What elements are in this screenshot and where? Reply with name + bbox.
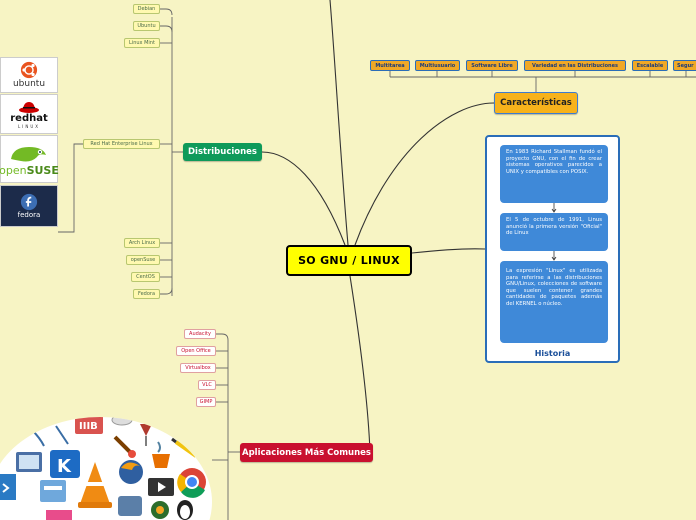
cup-icon — [112, 415, 132, 425]
leaf-ubuntu[interactable]: Ubuntu — [133, 21, 160, 31]
redhat-hat-icon — [18, 100, 40, 114]
fedora-f-icon — [20, 193, 38, 211]
svg-text:IIIB: IIIB — [79, 421, 98, 432]
svg-text:K: K — [57, 456, 72, 477]
leaf-audacity[interactable]: Audacity — [184, 329, 216, 339]
leaf-arch-linux[interactable]: Arch Linux — [124, 238, 160, 248]
leaf-escalable[interactable]: Escalable — [632, 60, 668, 71]
fedora-logo: fedora — [0, 185, 58, 227]
historia-item-1983[interactable]: En 1983 Richard Stallman fundó el proyec… — [500, 145, 608, 203]
disk-icon — [118, 496, 142, 516]
central-topic-label: SO GNU / LINUX — [298, 254, 400, 267]
book-icon: IIIB — [75, 414, 103, 434]
redhat-wordmark: redhat — [10, 114, 48, 124]
leaf-centos[interactable]: CentOS — [131, 272, 160, 282]
historia-item-linux-term[interactable]: La expresión "Linux" es utilizada para r… — [500, 261, 608, 343]
kde-icon: K — [50, 450, 80, 478]
leaf-gimp[interactable]: GIMP — [196, 397, 216, 407]
ubuntu-logo: ubuntu — [0, 57, 58, 93]
historia-item-1991[interactable]: El 5 de octubre de 1991, Linus anunció l… — [500, 213, 608, 251]
fedora-wordmark: fedora — [18, 211, 41, 219]
arrow-down-icon — [551, 203, 557, 213]
redhat-logo: redhat LINUX — [0, 94, 58, 134]
leaf-seguridad[interactable]: Segur — [673, 60, 696, 71]
opensuse-chameleon-icon — [9, 143, 49, 165]
files-icon — [40, 480, 66, 502]
branch-distribuciones[interactable]: Distribuciones — [183, 143, 262, 161]
leaf-multiusuario[interactable]: Multiusuario — [415, 60, 460, 71]
terminal-icon — [0, 474, 16, 500]
historia-title: Historia — [487, 349, 618, 358]
leaf-red-hat[interactable]: Red Hat Enterprise Linux — [83, 139, 160, 149]
mail-icon — [46, 510, 72, 520]
branch-caracteristicas[interactable]: Características — [494, 92, 578, 114]
branch-distribuciones-label: Distribuciones — [188, 147, 257, 157]
leaf-variedad-distribuciones[interactable]: Variedad en las Distribuciones — [524, 60, 626, 71]
branch-aplicaciones[interactable]: Aplicaciones Más Comunes — [240, 443, 373, 462]
leaf-fedora[interactable]: Fedora — [133, 289, 160, 299]
leaf-linux-mint[interactable]: Linux Mint — [124, 38, 160, 48]
opensuse-logo: openSUSE — [0, 135, 58, 183]
arrow-down-icon — [551, 251, 557, 261]
branch-caracteristicas-label: Características — [500, 98, 572, 108]
leaf-software-libre[interactable]: Software Libre — [466, 60, 518, 71]
app-icons-collage: K IIIB — [0, 412, 214, 520]
leaf-multitarea[interactable]: Multitarea — [370, 60, 410, 71]
branch-aplicaciones-label: Aplicaciones Más Comunes — [242, 448, 371, 458]
leaf-vlc[interactable]: VLC — [198, 380, 216, 390]
blender-icon — [151, 501, 169, 519]
video-icon — [148, 478, 174, 496]
opensuse-wordmark-a: open — [0, 164, 27, 177]
leaf-open-office[interactable]: Open Office — [176, 346, 216, 356]
central-topic[interactable]: SO GNU / LINUX — [286, 245, 412, 276]
firefox-icon — [119, 460, 143, 484]
ubuntu-circle-icon — [20, 61, 38, 79]
monitor-icon — [16, 452, 42, 472]
redhat-sub-wordmark: LINUX — [18, 124, 40, 129]
leaf-opensuse[interactable]: openSuse — [126, 255, 160, 265]
historia-panel[interactable]: En 1983 Richard Stallman fundó el proyec… — [485, 135, 620, 363]
opensuse-wordmark-b: SUSE — [27, 164, 59, 177]
leaf-virtualbox[interactable]: Virtualbox — [180, 363, 216, 373]
ubuntu-wordmark: ubuntu — [13, 79, 45, 89]
leaf-debian[interactable]: Debian — [133, 4, 160, 14]
tux-icon — [177, 500, 193, 520]
